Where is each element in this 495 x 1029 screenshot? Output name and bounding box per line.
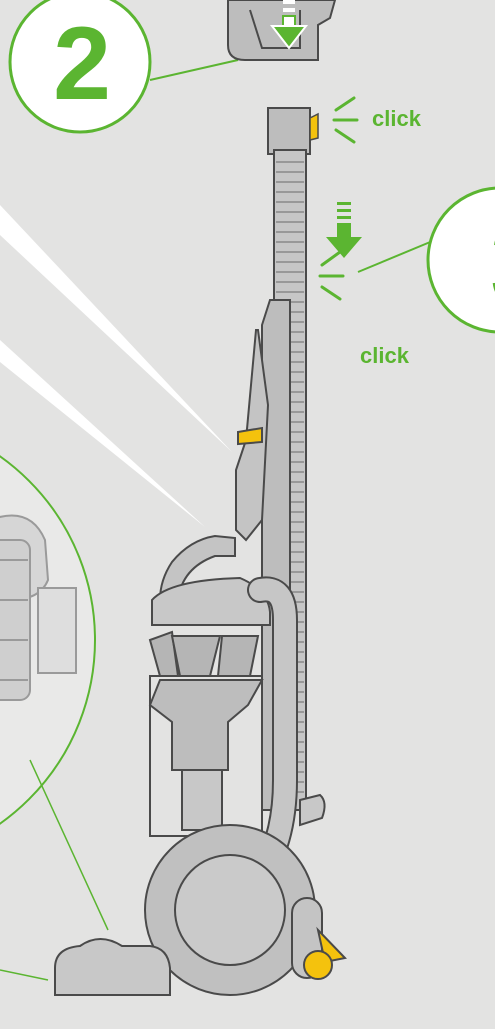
detail-magnifier: [0, 415, 108, 980]
click-label-top: click: [372, 106, 422, 131]
step-3-number: 3: [490, 199, 495, 331]
click-label-middle: click: [360, 343, 410, 368]
step-2-badge: 2: [10, 0, 238, 132]
highlight-beams: [0, 205, 232, 527]
arrow-down-icon: [326, 202, 362, 258]
handle-part: [228, 0, 335, 60]
step-2-number: 2: [53, 6, 111, 122]
click-sound-top: click: [334, 98, 422, 142]
step-3-badge: 3: [358, 188, 495, 332]
